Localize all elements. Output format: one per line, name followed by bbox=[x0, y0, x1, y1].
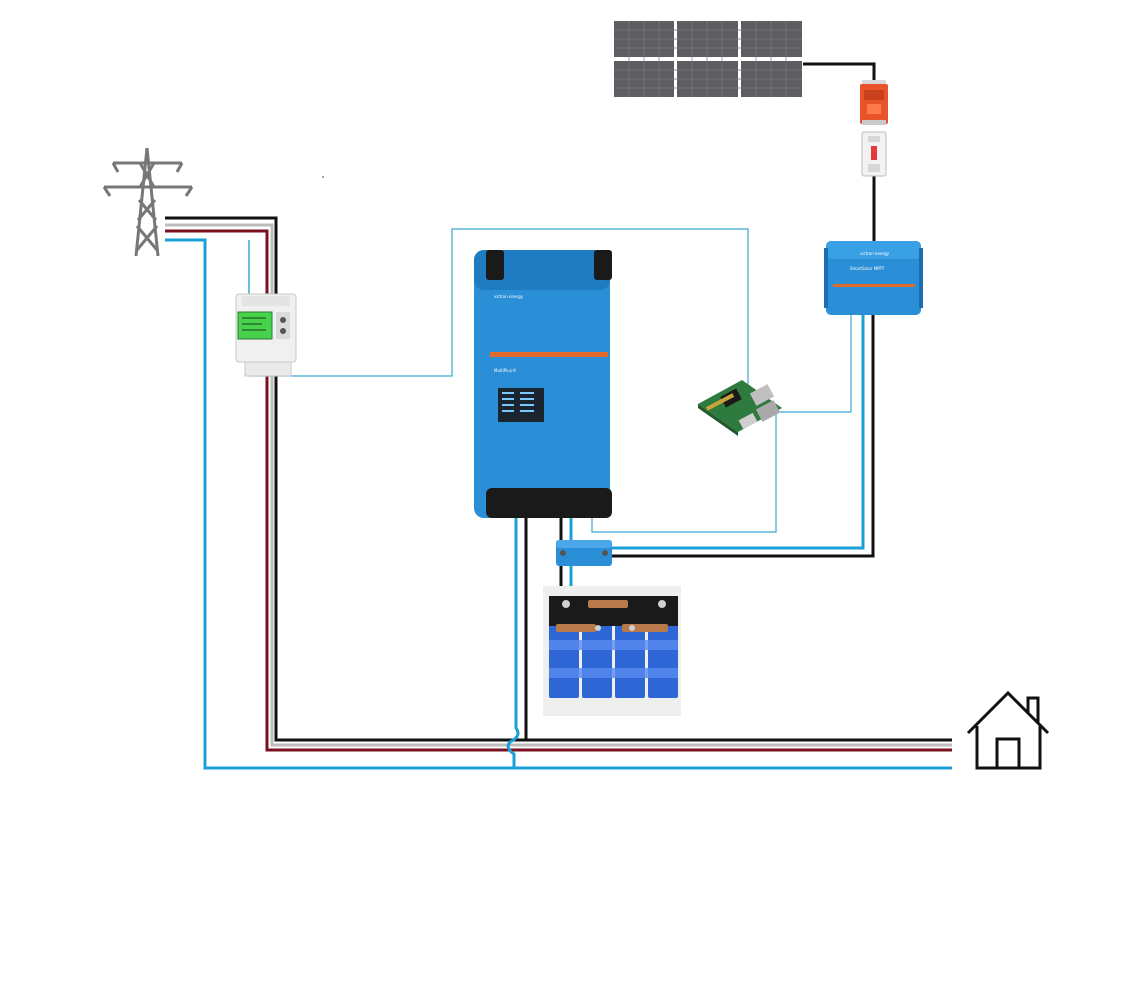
grid-wire-grey bbox=[165, 223, 952, 747]
dc-wire-black bbox=[612, 314, 875, 558]
comm-cable-inverter bbox=[591, 412, 777, 533]
dc-breaker-icon bbox=[861, 131, 887, 177]
pv-wire-black bbox=[803, 62, 876, 80]
grid-wire-black bbox=[165, 216, 952, 742]
pylon-icon bbox=[102, 147, 194, 257]
comm-cable-mppt bbox=[780, 314, 852, 413]
raspberry-pi-icon bbox=[698, 380, 782, 436]
stray-dot bbox=[322, 176, 324, 178]
grid-wire-neutral bbox=[165, 238, 952, 770]
lifepo4-battery-icon bbox=[543, 586, 681, 716]
inverter-brand-label: victron energy bbox=[494, 294, 524, 299]
wiring bbox=[165, 62, 952, 770]
battery-monitor-shunt-icon bbox=[556, 540, 612, 566]
inverter-charger-icon: victron energy MultiPlus-II bbox=[474, 250, 612, 518]
mppt-model-label: SmartSolar MPPT bbox=[850, 266, 885, 271]
mppt-brand-label: victron energy bbox=[860, 251, 890, 256]
mppt-charger-icon: victron energy SmartSolar MPPT bbox=[824, 241, 923, 315]
dc-wire-blue bbox=[612, 314, 865, 550]
surge-protector-icon bbox=[860, 80, 888, 125]
energy-meter-icon bbox=[235, 293, 297, 377]
ac-out-blue bbox=[506, 518, 520, 768]
inverter-model-label: MultiPlus-II bbox=[494, 368, 516, 373]
house-icon bbox=[966, 690, 1050, 770]
solar-panel-icon bbox=[612, 20, 803, 98]
grid-wire-red bbox=[165, 229, 952, 752]
